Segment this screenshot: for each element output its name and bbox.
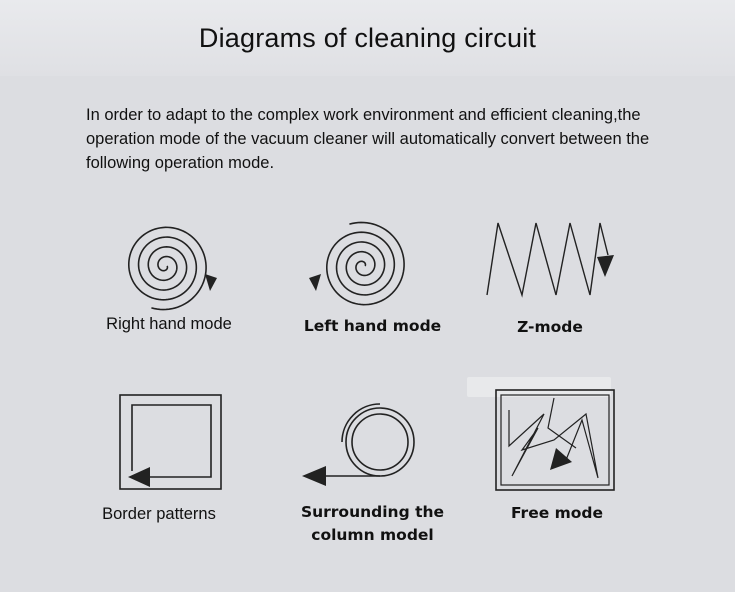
mode-label-border: Border patterns bbox=[102, 505, 216, 523]
intro-paragraph: In order to adapt to the complex work en… bbox=[86, 106, 650, 172]
border-square-icon bbox=[119, 394, 222, 490]
mode-label-left-hand: Left hand mode bbox=[303, 317, 442, 335]
mode-label-surrounding-column: Surrounding the column model bbox=[300, 503, 445, 544]
header-banner: Diagrams of cleaning circuit bbox=[0, 0, 735, 76]
mode-label-right-hand: Right hand mode bbox=[106, 315, 232, 333]
mode-label-free: Free mode bbox=[510, 504, 604, 522]
random-path-icon bbox=[495, 389, 615, 491]
mode-label-z: Z-mode bbox=[517, 318, 583, 336]
page-title: Diagrams of cleaning circuit bbox=[198, 22, 537, 53]
circle-column-icon bbox=[302, 403, 415, 486]
spiral-counterclockwise-icon bbox=[309, 221, 405, 306]
watermark bbox=[467, 377, 611, 397]
zigzag-icon bbox=[486, 222, 614, 298]
spiral-clockwise-icon bbox=[127, 226, 217, 311]
